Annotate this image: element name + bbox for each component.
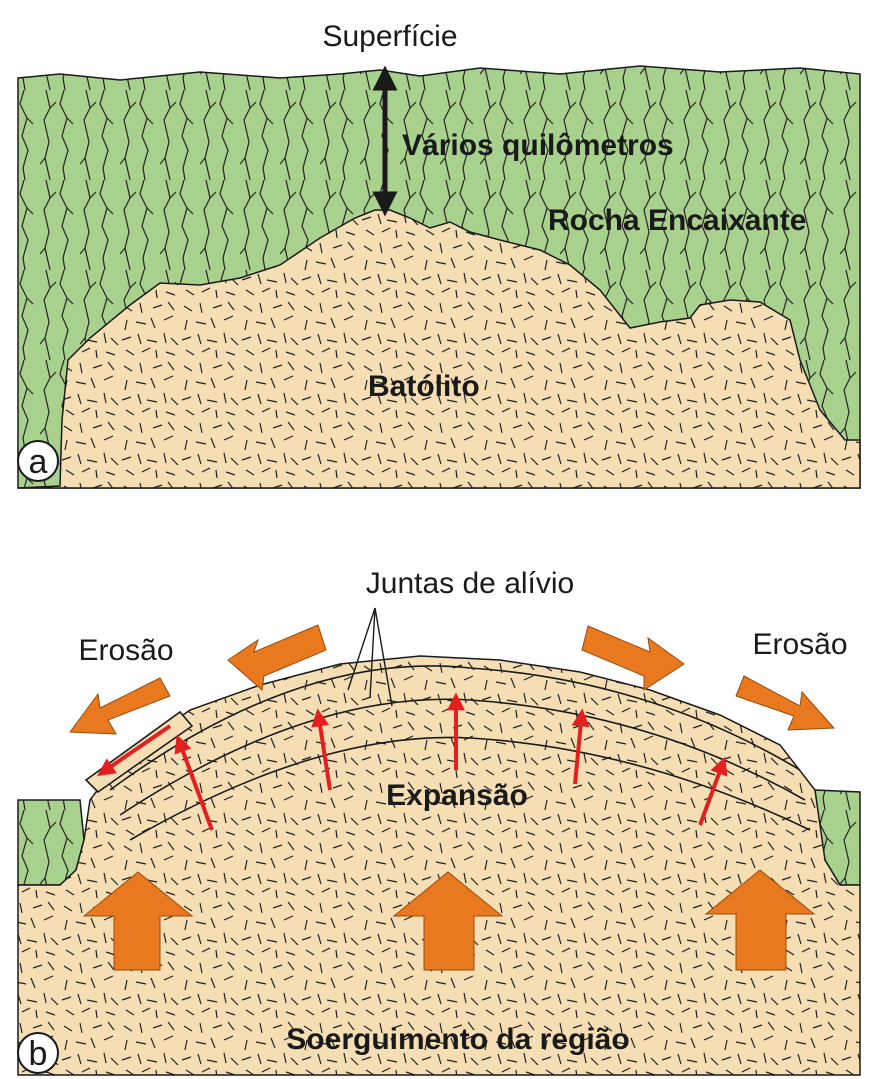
relief-joints bbox=[109, 665, 811, 841]
erosion-arrow-upper-left bbox=[227, 624, 327, 691]
erosion-arrow-upper-right bbox=[581, 625, 685, 691]
panel-a-letter: a bbox=[29, 443, 48, 481]
expansion-arrow bbox=[174, 734, 214, 831]
expansion-arrows bbox=[174, 692, 728, 831]
expansion-label: Expansão bbox=[386, 779, 528, 812]
expansion-arrow bbox=[698, 756, 728, 826]
panel-a-badge bbox=[17, 440, 59, 482]
expansion-arrow bbox=[311, 708, 332, 791]
depth-label: Vários quilômetros bbox=[402, 129, 674, 162]
panel-a: Superfície Vários quilômetros Rocha Enca… bbox=[17, 20, 861, 489]
batholith-dome bbox=[17, 655, 861, 1076]
erosion-left-label: Erosão bbox=[78, 634, 173, 667]
batholith-area bbox=[17, 209, 861, 489]
erosion-right-label: Erosão bbox=[752, 628, 847, 661]
erosion-arrows bbox=[69, 624, 836, 735]
panel-b: Juntas de alívio Erosão Erosão Expansão … bbox=[17, 567, 861, 1076]
uplift-arrows bbox=[82, 869, 816, 971]
host-rock-label: Rocha Encaixante bbox=[548, 204, 806, 237]
erosion-arrow-lower-left bbox=[69, 677, 171, 735]
erosion-arrow-lower-right bbox=[735, 675, 836, 731]
expansion-arrow bbox=[571, 708, 590, 785]
joints-pointer bbox=[347, 607, 393, 707]
uplift-label: Soerguimento da região bbox=[286, 1023, 629, 1056]
panel-b-letter: b bbox=[29, 1035, 48, 1073]
uplift-arrow-left bbox=[82, 871, 194, 971]
batholith-label: Batólito bbox=[368, 370, 480, 403]
slab-slip-arrow bbox=[97, 724, 172, 777]
panel-b-badge bbox=[17, 1032, 59, 1074]
uplift-arrow-right bbox=[704, 869, 816, 971]
surface-label: Superfície bbox=[322, 20, 457, 53]
joints-label: Juntas de alívio bbox=[366, 567, 574, 600]
uplift-arrow-center bbox=[392, 871, 504, 971]
